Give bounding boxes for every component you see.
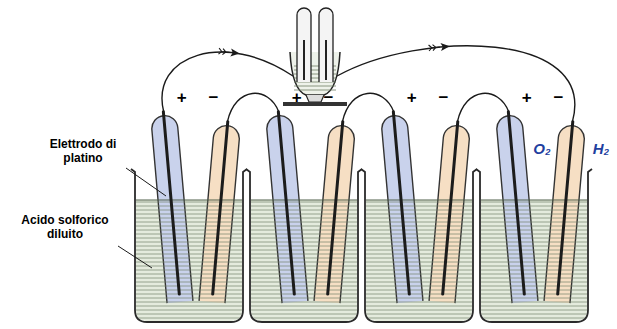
acid-label: Acido solforico diluito bbox=[2, 214, 128, 242]
wire bbox=[162, 52, 293, 112]
liquid-surface bbox=[251, 200, 357, 201]
liquid-surface bbox=[481, 200, 587, 201]
liquid-surface bbox=[366, 200, 472, 201]
minus-sign: − bbox=[320, 88, 336, 108]
platinum-electrode bbox=[328, 122, 343, 294]
electrode-label: Elettrodo di platino bbox=[40, 138, 126, 166]
cup-liquid-line bbox=[294, 86, 336, 87]
beaker bbox=[476, 169, 592, 322]
liquid-surface bbox=[136, 200, 242, 201]
plus-sign: + bbox=[404, 88, 420, 108]
leader-line bbox=[118, 246, 152, 268]
platinum-electrode bbox=[163, 112, 179, 294]
acid-liquid bbox=[251, 200, 357, 321]
minus-sign: − bbox=[435, 88, 451, 108]
small-electrode bbox=[303, 40, 305, 80]
platinum-electrode bbox=[278, 112, 294, 294]
leader-line bbox=[126, 168, 166, 196]
small-electrode bbox=[325, 40, 327, 80]
wire bbox=[457, 93, 508, 121]
liquid-lines bbox=[251, 200, 357, 321]
platinum-electrode bbox=[443, 122, 458, 294]
platinum-electrode bbox=[558, 122, 573, 294]
gas-label: O₂ bbox=[528, 140, 556, 157]
platinum-electrode bbox=[213, 122, 228, 294]
platinum-electrode bbox=[393, 112, 409, 294]
beaker bbox=[131, 169, 247, 322]
wire bbox=[342, 93, 393, 121]
plus-sign: + bbox=[174, 88, 190, 108]
acid-liquid bbox=[481, 200, 587, 321]
gas-label: H₂ bbox=[587, 140, 615, 157]
current-arrow bbox=[218, 47, 240, 57]
liquid-lines bbox=[481, 200, 587, 321]
plus-sign: + bbox=[289, 88, 305, 108]
plus-sign: + bbox=[519, 88, 535, 108]
current-arrow bbox=[428, 42, 450, 52]
wire bbox=[227, 93, 278, 121]
acid-liquid bbox=[366, 200, 472, 321]
small-tube bbox=[319, 8, 333, 82]
minus-sign: − bbox=[205, 88, 221, 108]
platinum-electrode bbox=[508, 112, 524, 294]
wire bbox=[337, 46, 575, 122]
liquid-lines bbox=[366, 200, 472, 321]
small-tube bbox=[297, 8, 311, 82]
stem bbox=[306, 95, 324, 102]
beaker bbox=[361, 169, 477, 322]
acid-liquid bbox=[136, 200, 242, 321]
minus-sign: − bbox=[550, 88, 566, 108]
liquid-lines bbox=[136, 200, 242, 321]
beaker bbox=[246, 169, 362, 322]
